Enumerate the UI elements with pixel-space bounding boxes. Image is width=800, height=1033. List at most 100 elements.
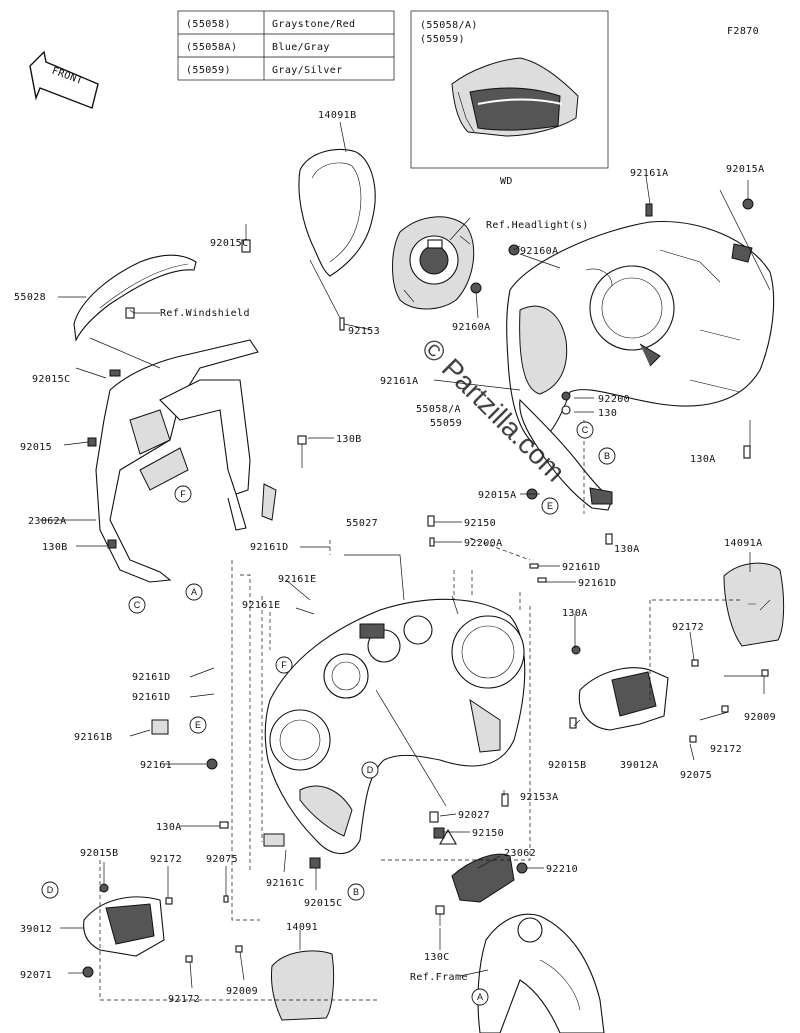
ref-frame-illustration	[477, 913, 605, 1033]
svg-text:B: B	[604, 451, 610, 461]
label-92150-b: 92150	[472, 828, 504, 839]
svg-text:C: C	[582, 425, 589, 435]
callout-d-middle: D	[361, 761, 379, 779]
windshield-trim-55028	[73, 254, 197, 342]
label-92071: 92071	[20, 970, 52, 981]
inner-fairing-upper	[506, 220, 775, 445]
fasteners	[82, 198, 769, 978]
callout-a-left: A	[185, 583, 203, 601]
callout-d-lower: D	[41, 881, 59, 899]
label-92161d-d: 92161D	[132, 672, 171, 683]
inset-box: (55058/A) (55059) WD	[410, 10, 609, 187]
svg-text:F: F	[180, 489, 186, 499]
label-130c: 130C	[424, 952, 450, 963]
label-92172-b: 92172	[710, 744, 742, 755]
leader-lines	[40, 121, 771, 989]
frame-bracket-23062a	[95, 339, 277, 583]
label-92161d-e: 92161D	[132, 692, 171, 703]
label-55028: 55028	[14, 292, 46, 303]
label-92161b: 92161B	[74, 732, 113, 743]
color-name-2: Blue/Gray	[272, 42, 330, 53]
svg-text:A: A	[477, 992, 483, 1002]
label-14091: 14091	[286, 922, 318, 933]
lower-cowl-55058	[519, 398, 613, 511]
callout-a-lower: A	[471, 988, 489, 1006]
label-14091a: 14091A	[724, 538, 763, 549]
label-92200a: 92200A	[464, 538, 503, 549]
callout-e-right: E	[541, 497, 559, 515]
label-130a-c: 130A	[156, 822, 182, 833]
label-92161a-top: 92161A	[630, 168, 669, 179]
callout-c-right: C	[576, 421, 594, 439]
inset-caption: WD	[500, 176, 513, 187]
color-name-1: Graystone/Red	[272, 19, 355, 30]
color-code-3: (55059)	[186, 65, 231, 76]
label-92075-b: 92075	[206, 854, 238, 865]
label-55058: 55058/A	[416, 404, 461, 415]
label-92210: 92210	[546, 864, 578, 875]
callout-b-lower: B	[347, 883, 365, 901]
svg-text:A: A	[191, 587, 197, 597]
callout-c-left: C	[128, 596, 146, 614]
label-55059: 55059	[430, 418, 462, 429]
color-code-2: (55058A)	[186, 42, 237, 53]
label-92015c-b: 92015C	[32, 374, 71, 385]
callouts: F C B E C A F E D B D A	[41, 421, 616, 1006]
label-92015b-b: 92015B	[80, 848, 119, 859]
label-55027: 55027	[346, 518, 378, 529]
callout-b-right: B	[598, 447, 616, 465]
label-39012: 39012	[20, 924, 52, 935]
label-92161d-c: 92161D	[578, 578, 617, 589]
speaker-housing-39012a	[578, 667, 669, 731]
label-130a-right: 130A	[690, 454, 716, 465]
label-92172-a: 92172	[672, 622, 704, 633]
label-92015b-a: 92015B	[548, 760, 587, 771]
headlight-unit	[392, 216, 475, 310]
callout-f-upper: F	[174, 485, 192, 503]
label-92153: 92153	[348, 326, 380, 337]
label-92200: 92200	[598, 394, 630, 405]
inset-code-2: (55059)	[420, 34, 465, 45]
label-92015a-top: 92015A	[726, 164, 765, 175]
front-arrow: FRONT	[29, 50, 99, 109]
label-92161e-b: 92161E	[242, 600, 281, 611]
label-92015a-mid: 92015A	[478, 490, 517, 501]
svg-text:B: B	[353, 887, 359, 897]
inset-code-1: (55058/A)	[420, 20, 478, 31]
frame-bracket-23062	[439, 828, 515, 903]
panel-14091a	[723, 562, 785, 647]
label-92161d-b: 92161D	[562, 562, 601, 573]
label-130a-mid: 130A	[614, 544, 640, 555]
ref-frame: Ref.Frame	[410, 972, 468, 983]
label-92015c-a: 92015C	[210, 238, 249, 249]
ref-windshield: Ref.Windshield	[160, 308, 250, 319]
svg-text:F: F	[281, 660, 287, 670]
label-92027: 92027	[458, 810, 490, 821]
headlight-shell-14091b	[298, 148, 376, 277]
color-table: (55058) Graystone/Red (55058A) Blue/Gray…	[177, 10, 395, 81]
label-92161e-a: 92161E	[278, 574, 317, 585]
part-labels: 14091B 92161A 92015A 92015C Ref.Headligh…	[14, 110, 776, 1005]
callout-f-lower: F	[275, 656, 293, 674]
label-92150-a: 92150	[464, 518, 496, 529]
speaker-housing-39012	[83, 896, 165, 957]
label-92172-c: 92172	[150, 854, 182, 865]
dashed-lines	[99, 420, 740, 1001]
label-23062: 23062	[504, 848, 536, 859]
figure-code: F2870	[727, 26, 759, 37]
label-92015-left: 92015	[20, 442, 52, 453]
svg-text:E: E	[547, 501, 553, 511]
svg-text:E: E	[195, 720, 201, 730]
label-92161a-mid: 92161A	[380, 376, 419, 387]
callout-e-lower: E	[189, 716, 207, 734]
svg-text:D: D	[367, 765, 374, 775]
inner-fairing-55027	[264, 598, 526, 855]
label-92160a-b: 92160A	[452, 322, 491, 333]
label-92161c: 92161C	[266, 878, 305, 889]
ref-headlight: Ref.Headlight(s)	[486, 220, 589, 231]
label-92160a-a: 92160A	[520, 246, 559, 257]
color-code-1: (55058)	[186, 19, 231, 30]
label-92009-b: 92009	[226, 986, 258, 997]
label-130-a: 130	[598, 408, 617, 419]
